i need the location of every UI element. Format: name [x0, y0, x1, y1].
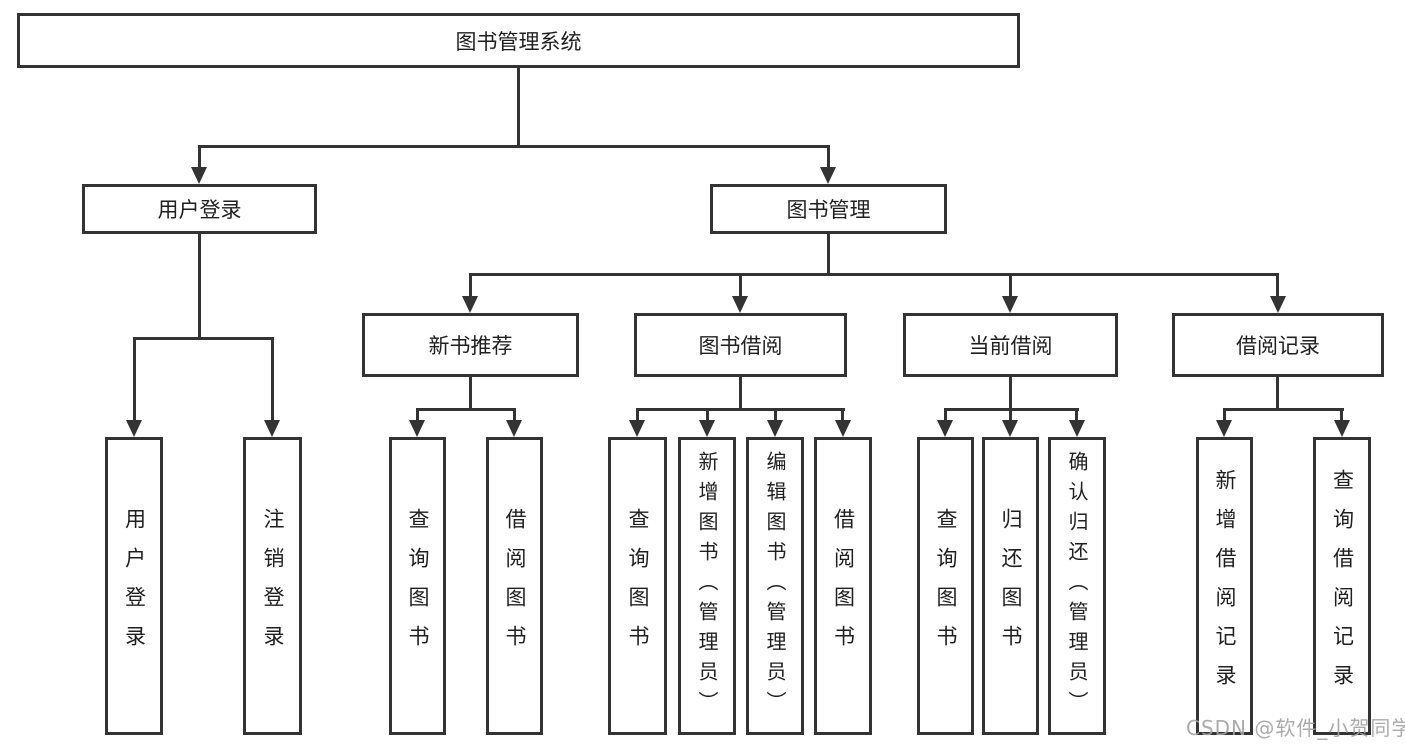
- leaf-query-books-c: 查询图书: [917, 437, 974, 735]
- connector-stub-add-borrow-record: [1223, 408, 1226, 422]
- node-library-management-system: 图书管理系统: [17, 13, 1020, 68]
- leaf-label: 查询图书: [406, 508, 430, 664]
- arrowhead-leaf-logout-icon: [264, 420, 280, 437]
- connector-borrow-records-trunk: [1276, 377, 1279, 408]
- connector-book-borrow-trunk: [739, 377, 742, 408]
- node-book-borrow: 图书借阅: [634, 313, 847, 377]
- connector-stub-current-borrow: [1009, 273, 1012, 297]
- connector-stub-borrow-records: [1276, 273, 1279, 297]
- node-borrow-records: 借阅记录: [1172, 313, 1384, 377]
- leaf-label: 查询图书: [626, 508, 650, 664]
- connector-stub-return-books: [1009, 408, 1012, 422]
- leaf-query-borrow-record: 查询借阅记录: [1313, 437, 1371, 735]
- leaf-return-books: 归还图书: [982, 437, 1039, 735]
- node-label: 图书借阅: [698, 334, 783, 358]
- node-new-book-recommend: 新书推荐: [362, 313, 579, 377]
- leaf-label: 归还图书: [999, 508, 1023, 664]
- node-label: 图书管理系统: [455, 29, 582, 54]
- connector-new-book-trunk: [469, 377, 472, 408]
- arrowhead-borrow-records-icon: [1270, 296, 1286, 313]
- leaf-edit-books-admin: 编辑图书（管理员）: [746, 437, 804, 735]
- arrowhead-add-books-icon: [699, 420, 715, 437]
- connector-stub-query-books-c: [944, 408, 947, 422]
- leaf-label: 注销登录: [261, 508, 285, 664]
- connector-current-borrow-trunk: [1009, 377, 1012, 408]
- leaf-query-books-b: 查询图书: [608, 437, 667, 735]
- arrowhead-user-login-icon: [191, 167, 207, 184]
- connector-new-book-bus: [416, 408, 516, 411]
- arrowhead-query-borrow-record-icon: [1334, 420, 1350, 437]
- connector-stub-book-borrow: [739, 273, 742, 297]
- leaf-label: 新增图书（管理员）: [695, 451, 719, 721]
- connector-user-login-bus: [133, 337, 274, 340]
- leaf-add-borrow-record: 新增借阅记录: [1196, 437, 1253, 735]
- connector-stub-leaf-logout: [271, 337, 274, 421]
- node-current-borrow: 当前借阅: [903, 313, 1118, 377]
- connector-book-management-bus: [469, 273, 1279, 276]
- leaf-label: 借阅图书: [831, 508, 856, 664]
- arrowhead-return-books-icon: [1002, 420, 1018, 437]
- node-label: 用户登录: [157, 198, 242, 222]
- connector-stub-query-books-b: [636, 408, 639, 422]
- connector-stub-leaf-user-login: [133, 337, 136, 421]
- arrowhead-leaf-user-login-icon: [126, 420, 142, 437]
- leaf-add-books-admin: 新增图书（管理员）: [678, 437, 736, 735]
- connector-stub-borrow-books-b: [841, 408, 844, 422]
- leaf-borrow-books-a: 借阅图书: [486, 437, 543, 735]
- arrowhead-book-borrow-icon: [732, 296, 748, 313]
- arrowhead-edit-books-icon: [767, 420, 783, 437]
- connector-root-trunk: [517, 68, 520, 145]
- connector-borrow-records-bus: [1223, 408, 1344, 411]
- leaf-label: 借阅图书: [503, 508, 527, 664]
- leaf-borrow-books-b: 借阅图书: [814, 437, 872, 735]
- leaf-label: 新增借阅记录: [1213, 469, 1237, 703]
- arrowhead-add-borrow-record-icon: [1216, 420, 1232, 437]
- arrowhead-query-books-a-icon: [409, 420, 425, 437]
- connector-stub-query-books-a: [416, 408, 419, 422]
- connector-stub-add-books: [706, 408, 709, 422]
- arrowhead-query-books-c-icon: [937, 420, 953, 437]
- node-book-management: 图书管理: [710, 184, 947, 234]
- arrowhead-new-book-icon: [462, 296, 478, 313]
- csdn-watermark: CSDN @软件_小贺同学: [1186, 716, 1405, 740]
- connector-stub-query-borrow-record: [1340, 408, 1343, 422]
- leaf-logout: 注销登录: [243, 437, 302, 735]
- connector-stub-book-management: [827, 145, 830, 170]
- leaf-label: 编辑图书（管理员）: [763, 451, 787, 721]
- node-user-login: 用户登录: [82, 184, 317, 234]
- connector-book-management-trunk: [827, 234, 830, 273]
- leaf-label: 查询借阅记录: [1330, 469, 1355, 703]
- leaf-label: 查询图书: [934, 508, 958, 664]
- node-label: 借阅记录: [1236, 334, 1320, 358]
- connector-stub-user-login: [198, 145, 201, 170]
- arrowhead-confirm-return-icon: [1069, 420, 1085, 437]
- arrowhead-query-books-b-icon: [629, 420, 645, 437]
- node-label: 新书推荐: [428, 334, 513, 358]
- arrowhead-current-borrow-icon: [1002, 296, 1018, 313]
- arrowhead-borrow-books-a-icon: [506, 420, 522, 437]
- connector-stub-confirm-return: [1075, 408, 1078, 422]
- connector-user-login-trunk: [198, 234, 201, 337]
- connector-book-borrow-bus: [636, 408, 845, 411]
- leaf-confirm-return-admin: 确认归还（管理员）: [1048, 437, 1106, 735]
- leaf-user-login: 用户登录: [105, 437, 163, 735]
- arrowhead-book-management-icon: [820, 167, 836, 184]
- leaf-label: 确认归还（管理员）: [1065, 451, 1089, 721]
- connector-stub-borrow-books-a: [513, 408, 516, 422]
- connector-root-bus: [198, 145, 830, 148]
- leaf-query-books-a: 查询图书: [389, 437, 446, 735]
- connector-stub-edit-books: [774, 408, 777, 422]
- arrowhead-borrow-books-b-icon: [835, 420, 851, 437]
- node-label: 当前借阅: [968, 334, 1053, 358]
- leaf-label: 用户登录: [122, 508, 147, 664]
- node-label: 图书管理: [786, 198, 871, 222]
- connector-stub-new-book: [469, 273, 472, 297]
